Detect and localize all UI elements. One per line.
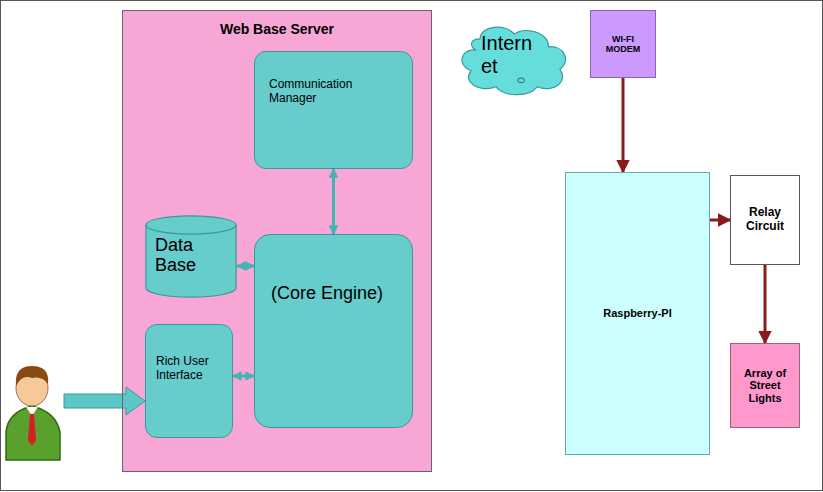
node-label: Raspberry-PI <box>603 307 671 320</box>
process-box: Communication Manager <box>254 51 413 169</box>
text-holder: Data Base <box>145 215 237 298</box>
modem-box: WI-FI MODEM <box>590 10 656 78</box>
node-label: Communication Manager <box>269 78 379 106</box>
text-holder: WI-FI MODEM <box>591 11 655 77</box>
text-holder: Rich User Interface <box>146 325 232 437</box>
text-holder: Communication Manager <box>255 52 412 168</box>
panel-title: Web Base Server <box>220 21 334 37</box>
node-label: Intern et <box>481 32 543 78</box>
node-label: (Core Engine) <box>271 283 383 304</box>
flow-arrow <box>764 265 767 343</box>
double-arrow <box>332 169 335 234</box>
node-label: Data Base <box>155 235 231 276</box>
user-arrow <box>64 387 145 415</box>
user-icon <box>6 366 60 460</box>
cloud-outline <box>455 18 569 98</box>
relay-box: Relay Circuit <box>730 175 800 265</box>
node-label: WI-FI MODEM <box>595 34 651 55</box>
text-holder: Array of Street Lights <box>731 344 799 427</box>
lights-box: Array of Street Lights <box>730 343 800 428</box>
double-arrow <box>237 265 254 268</box>
server-ground <box>122 10 432 472</box>
flow-arrow <box>622 78 625 172</box>
double-arrow <box>233 375 254 378</box>
text-holder: Intern et <box>455 18 569 98</box>
cloud-shape: Intern et <box>455 18 569 98</box>
process-box: Rich User Interface <box>145 324 233 438</box>
text-holder: Relay Circuit <box>731 176 799 264</box>
process-box: (Core Engine) <box>254 234 413 428</box>
controller-box: Raspberry-PI <box>565 172 710 455</box>
node-label: Relay Circuit <box>735 206 795 234</box>
flow-arrow <box>710 219 730 222</box>
text-holder: (Core Engine) <box>255 235 412 427</box>
node-label: Array of Street Lights <box>735 367 795 405</box>
database-cylinder: Data Base <box>145 215 237 298</box>
server-panel: Web Base ServerCommunication ManagerData… <box>122 10 432 472</box>
node-label: Rich User Interface <box>156 355 216 383</box>
text-holder: Raspberry-PI <box>566 173 709 454</box>
